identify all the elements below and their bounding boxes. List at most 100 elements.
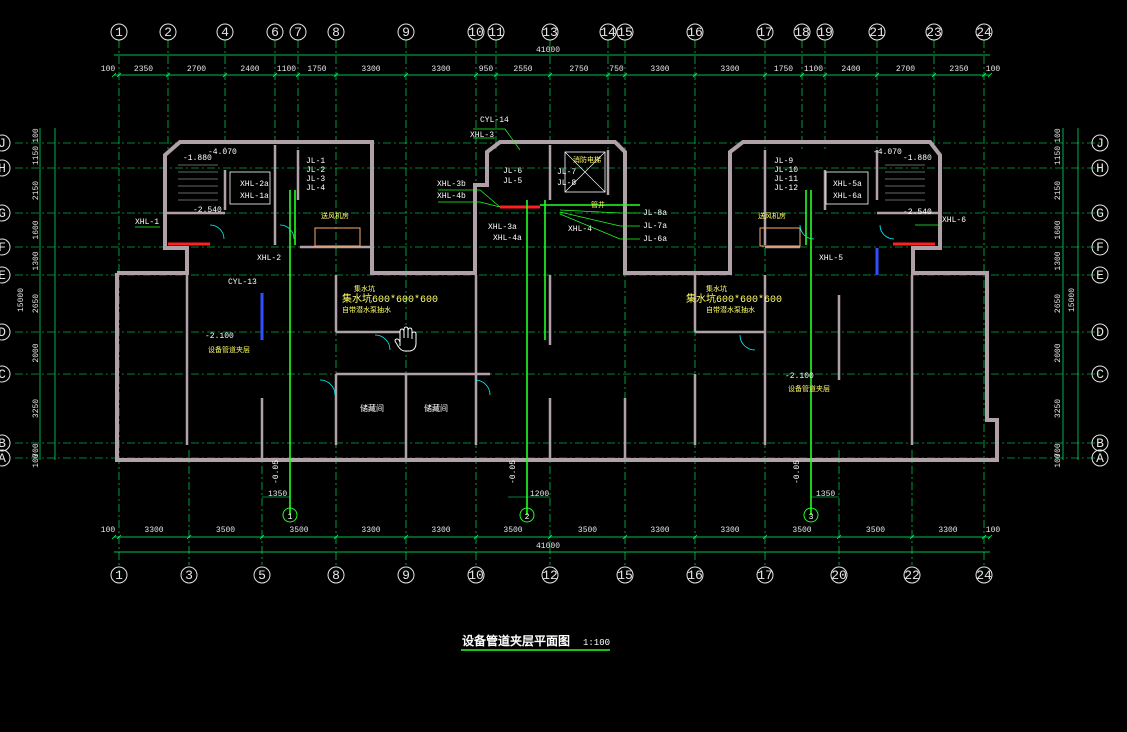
axis-bubble-bottom-16: 16 [686,566,704,584]
top-tick-10 [547,72,553,78]
right-dim-8: 700 [1054,443,1063,458]
right-dim-3: 1600 [1054,220,1063,239]
elev-pipe-2: -0.05 [509,460,518,484]
bottom-dim-0: 100 [101,526,116,535]
top-tick-8 [473,72,479,78]
bottom-dim-3: 3500 [289,526,308,535]
axis-bubble-bottom-1-label: 1 [115,568,123,583]
equipment-marks [168,151,935,396]
axis-bubble-bottom-24: 24 [975,566,993,584]
tag-jl-9: JL-9 [774,157,793,166]
axis-bubble-top-15-label: 15 [617,25,633,40]
top-dim-11: 750 [609,65,624,74]
elev-left-top: -1.880 [183,154,212,163]
bottom-tick-1 [116,534,122,540]
top-tick-19 [981,72,987,78]
top-tick-13 [692,72,698,78]
axis-bubble-left-D: D [0,323,11,341]
axis-bubble-top-4: 4 [216,23,234,41]
tag-xhl-6: XHL-6 [942,216,966,225]
axis-bubble-left-D-label: D [0,325,6,340]
axis-bubble-bottom-17-label: 17 [757,568,773,583]
axis-bubble-top-14: 14 [599,23,617,41]
axis-bubble-left-A: A [0,449,11,467]
bottom-tick-5 [403,534,409,540]
tank-left-note: 自带潜水泵抽水 [342,305,391,315]
axis-bubble-right-A-label: A [1096,451,1104,466]
top-tick-14 [762,72,768,78]
bottom-tick-10 [762,534,768,540]
top-dim-15: 1100 [804,65,823,74]
tag-xhl-1a: XHL-1a [240,192,269,201]
axis-bubble-bottom-8-label: 8 [332,568,340,583]
axis-bubble-top-4-label: 4 [221,25,229,40]
axis-bubble-bottom-3: 3 [180,566,198,584]
axis-bubble-left-A-label: A [0,451,6,466]
top-tick-6 [333,72,339,78]
top-dim-1: 2350 [134,65,153,74]
tag-xhl-4b: XHL-4b [437,192,466,201]
elev-left-mid: -2.540 [193,206,222,215]
tag-jl-6a: JL-6a [643,235,667,244]
pipe-marker-circles [282,507,819,523]
tag-leaders [135,128,940,240]
bottom-tick-11 [836,534,842,540]
top-dim-14: 1750 [774,65,793,74]
top-dim-0: 100 [101,65,116,74]
axis-bubble-bottom-22-label: 22 [904,568,920,583]
axis-bubble-left-G: G [0,204,11,222]
top-tick-17 [874,72,880,78]
left-dim-8: 700 [32,443,41,458]
axis-bubble-right-B-label: B [1096,436,1104,451]
axis-bubble-top-1: 1 [110,23,128,41]
top-tick-0 [111,72,117,78]
top-tick-4 [272,72,278,78]
top-tick-2 [165,72,171,78]
axis-bubble-left-F-label: F [0,240,6,255]
pipe-mark-3: 3 [809,513,814,522]
axis-bubble-bottom-3-label: 3 [185,568,193,583]
top-tick-1 [116,72,122,78]
axis-bubble-left-E-label: E [0,268,6,283]
dimension-lines [39,54,1079,553]
axis-bubble-bottom-15-label: 15 [617,568,633,583]
left-dim-0: 100 [32,128,41,143]
axis-bubble-bottom-15: 15 [616,566,634,584]
elev-right-top: -1.880 [903,154,932,163]
tag-jl-10: JL-10 [774,166,798,175]
tag-xhl-5: XHL-5 [819,254,843,263]
pipe-mark-2: 2 [525,513,530,522]
tag-xhl-4: XHL-4 [568,225,592,234]
right-dim-6: 2000 [1054,343,1063,362]
left-dim-5: 2650 [32,294,41,313]
tag-xhl-4a: XHL-4a [493,234,522,243]
top-dim-6: 3300 [361,65,380,74]
axis-bubble-top-2-label: 2 [164,25,172,40]
bottom-dim-9: 3300 [720,526,739,535]
room-fire-elevator: 消防电梯 [573,155,601,165]
axis-bubble-top-23-label: 23 [926,25,942,40]
tag-xhl-2a: XHL-2a [240,180,269,189]
top-tick-18 [931,72,937,78]
room-fan-left: 送风机房 [321,211,349,221]
top-tick-5 [295,72,301,78]
room-labels: 送风机房 送风机房 消防电梯 管井 集水坑 集水坑600*600*600 自带潜… [208,155,830,414]
bottom-dim-11: 3500 [866,526,885,535]
top-total-dim: 41000 [536,46,560,55]
axis-bubble-bottom-10: 10 [467,566,485,584]
axis-bubble-bottom-20: 20 [830,566,848,584]
axis-bubble-top-7-label: 7 [294,25,302,40]
riser-pipes [289,190,812,515]
axis-bubble-right-E: E [1091,266,1109,284]
bottom-tick-8 [622,534,628,540]
drawing-title-block: 设备管道夹层平面图 1:100 [461,633,610,651]
left-dim-9: 100 [32,453,41,468]
right-dim-2: 2150 [1054,181,1063,200]
axis-bubble-right-F-label: F [1096,240,1104,255]
elevation-labels: -1.880 -4.070 -2.540 -2.100 -1.880 -4.07… [183,148,932,484]
axis-bubble-top-18: 18 [793,23,811,41]
axis-bubble-bottom-12-label: 12 [542,568,558,583]
